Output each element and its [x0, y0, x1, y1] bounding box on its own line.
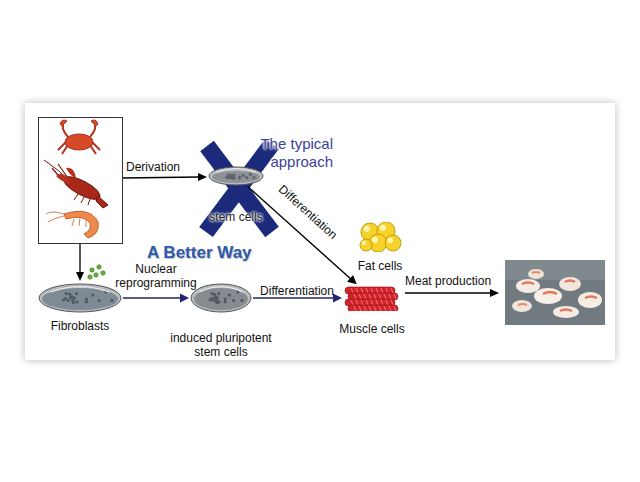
- edge-label: Differentiation: [276, 182, 340, 242]
- muscle-cells: Muscle cells: [343, 285, 401, 311]
- arrow-head: [333, 294, 342, 303]
- node-picture: [343, 285, 401, 311]
- fat-cells: Fat cells: [358, 222, 402, 252]
- better-way-title: A Better Way: [147, 243, 252, 263]
- lobster-picture: [44, 160, 108, 208]
- node-label: Fat cells: [358, 259, 403, 273]
- node-label: Muscle cells: [339, 322, 404, 336]
- arrow-head: [180, 294, 189, 303]
- shrimp-picture: [46, 211, 98, 238]
- node-label: Fibroblasts: [51, 319, 110, 333]
- meat-photo: [505, 260, 605, 325]
- arrow-head: [347, 275, 357, 284]
- node-label: stem cells: [209, 210, 262, 224]
- fibroblast-dish: Fibroblasts: [38, 283, 122, 313]
- node-picture: [38, 283, 122, 313]
- approach-title: The typical approach: [233, 135, 333, 171]
- cross-mark: [206, 144, 272, 232]
- flow-arrow: [123, 294, 189, 303]
- node-picture: [358, 222, 402, 252]
- derivation-label: Derivation: [126, 160, 180, 174]
- edge-label: Nuclear reprogramming: [111, 262, 201, 290]
- species-box: [39, 118, 123, 244]
- arrow-line: [123, 297, 181, 298]
- meat-arrow: [405, 289, 499, 297]
- meat-label: Meat production: [405, 274, 491, 288]
- node-picture: [190, 283, 252, 313]
- crab-picture: [58, 120, 100, 154]
- derivation-arrow: [123, 173, 207, 181]
- factor-dots: [88, 265, 105, 279]
- ipsc-dish: induced pluripotent stem cells: [190, 283, 252, 313]
- node-picture: [208, 166, 264, 186]
- stem-cell-dish: stem cells: [208, 166, 264, 186]
- edge-label: Differentiation: [260, 284, 334, 298]
- down-arrow: [76, 244, 84, 281]
- node-label: induced pluripotent stem cells: [160, 331, 282, 359]
